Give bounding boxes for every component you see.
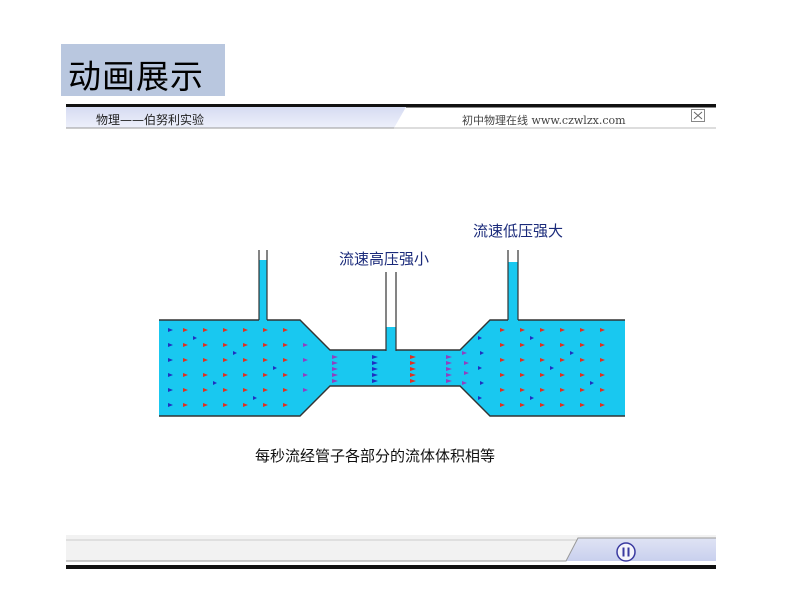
pipe-water xyxy=(159,320,625,416)
pipe-top-outline xyxy=(159,319,625,351)
high-speed-label: 流速高压强小 xyxy=(339,250,430,268)
left-tube-water xyxy=(259,260,267,321)
right-tube xyxy=(507,250,519,320)
title-background xyxy=(61,44,225,96)
diagram-caption: 每秒流经管子各部分的流体体积相等 xyxy=(255,447,496,465)
flow-arrows-right xyxy=(462,328,605,407)
left-tube xyxy=(258,250,268,320)
low-speed-label: 流速低压强大 xyxy=(473,222,564,240)
right-tube-water xyxy=(508,262,518,321)
pipe-bottom-outline xyxy=(159,385,625,417)
topbar-title: 物理——伯努利实验 xyxy=(96,113,205,127)
flow-arrows-left xyxy=(168,328,308,407)
bottom-bar xyxy=(66,535,716,569)
flow-arrows-throat xyxy=(332,355,452,383)
middle-tube xyxy=(385,272,397,351)
topbar-site: 初中物理在线 www.czwlzx.com xyxy=(462,114,626,127)
middle-tube-water xyxy=(386,327,396,351)
pause-icon[interactable] xyxy=(615,541,637,563)
slide-title: 动画展示 xyxy=(68,57,204,96)
close-icon[interactable] xyxy=(691,109,705,122)
top-bar xyxy=(66,104,716,129)
